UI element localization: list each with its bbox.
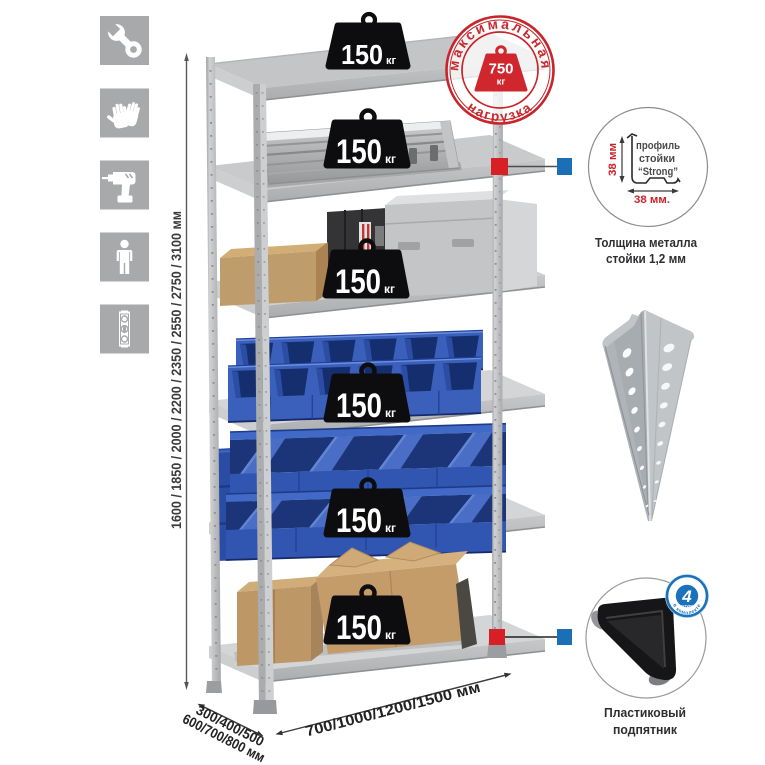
- svg-text:38 мм.: 38 мм.: [634, 194, 670, 206]
- svg-text:Толщина металла: Толщина металла: [595, 235, 698, 250]
- svg-text:150: 150: [335, 263, 381, 301]
- svg-text:подпятник: подпятник: [613, 722, 677, 737]
- svg-text:кг: кг: [385, 406, 396, 420]
- svg-text:150: 150: [336, 387, 382, 425]
- svg-text:4: 4: [681, 587, 692, 606]
- svg-text:150: 150: [336, 609, 382, 647]
- svg-text:кг: кг: [385, 521, 396, 535]
- svg-text:кг: кг: [386, 55, 397, 67]
- svg-text:кг: кг: [497, 77, 506, 88]
- svg-text:1600 / 1850 / 2000 / 2200 / 23: 1600 / 1850 / 2000 / 2200 / 2350 / 2550 …: [168, 211, 184, 529]
- svg-text:кг: кг: [385, 628, 396, 642]
- svg-text:кг: кг: [385, 152, 396, 166]
- svg-text:38 мм: 38 мм: [607, 143, 619, 176]
- svg-text:Пластиковый: Пластиковый: [604, 705, 686, 720]
- svg-text:150: 150: [341, 39, 383, 70]
- svg-text:150: 150: [336, 502, 382, 540]
- svg-text:штуки: штуки: [681, 604, 693, 608]
- svg-text:стойки 1,2 мм: стойки 1,2 мм: [606, 251, 686, 266]
- svg-text:150: 150: [336, 133, 382, 171]
- svg-text:профиль: профиль: [636, 140, 680, 152]
- svg-text:“Strong”: “Strong”: [638, 166, 678, 178]
- svg-text:кг: кг: [384, 282, 395, 296]
- svg-text:стойки: стойки: [639, 153, 675, 165]
- svg-text:750: 750: [488, 61, 513, 78]
